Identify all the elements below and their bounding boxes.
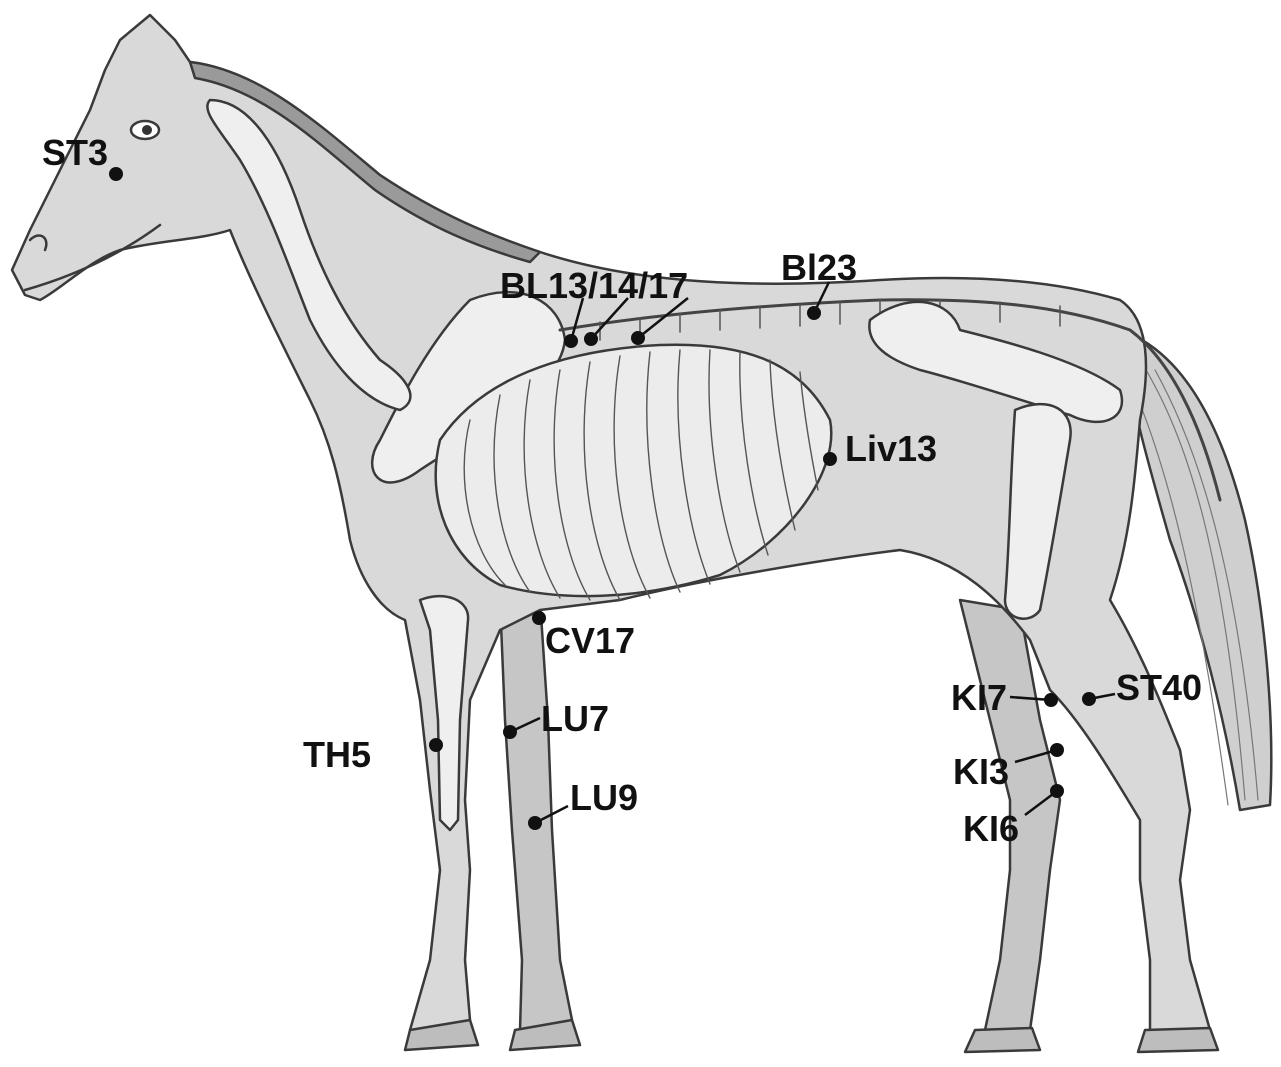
- hoof-far-hind: [965, 1028, 1040, 1052]
- label-ki6: KI6: [963, 808, 1019, 849]
- label-cv17: CV17: [545, 620, 635, 661]
- horse-illustration: [12, 15, 1271, 1052]
- label-ki7: KI7: [951, 677, 1007, 718]
- label-liv13: Liv13: [845, 428, 937, 469]
- label-lu9: LU9: [570, 777, 638, 818]
- hoof-near-hind: [1138, 1028, 1218, 1052]
- point-liv13[interactable]: [823, 452, 837, 466]
- label-bl13-14-17: BL13/14/17: [500, 265, 688, 306]
- point-cv17[interactable]: [532, 611, 546, 625]
- point-st3[interactable]: [109, 167, 123, 181]
- label-st3: ST3: [42, 132, 108, 173]
- label-bl23: Bl23: [781, 247, 857, 288]
- label-lu7: LU7: [541, 698, 609, 739]
- label-th5: TH5: [303, 734, 371, 775]
- label-st40: ST40: [1116, 667, 1202, 708]
- label-ki3: KI3: [953, 751, 1009, 792]
- point-th5[interactable]: [429, 738, 443, 752]
